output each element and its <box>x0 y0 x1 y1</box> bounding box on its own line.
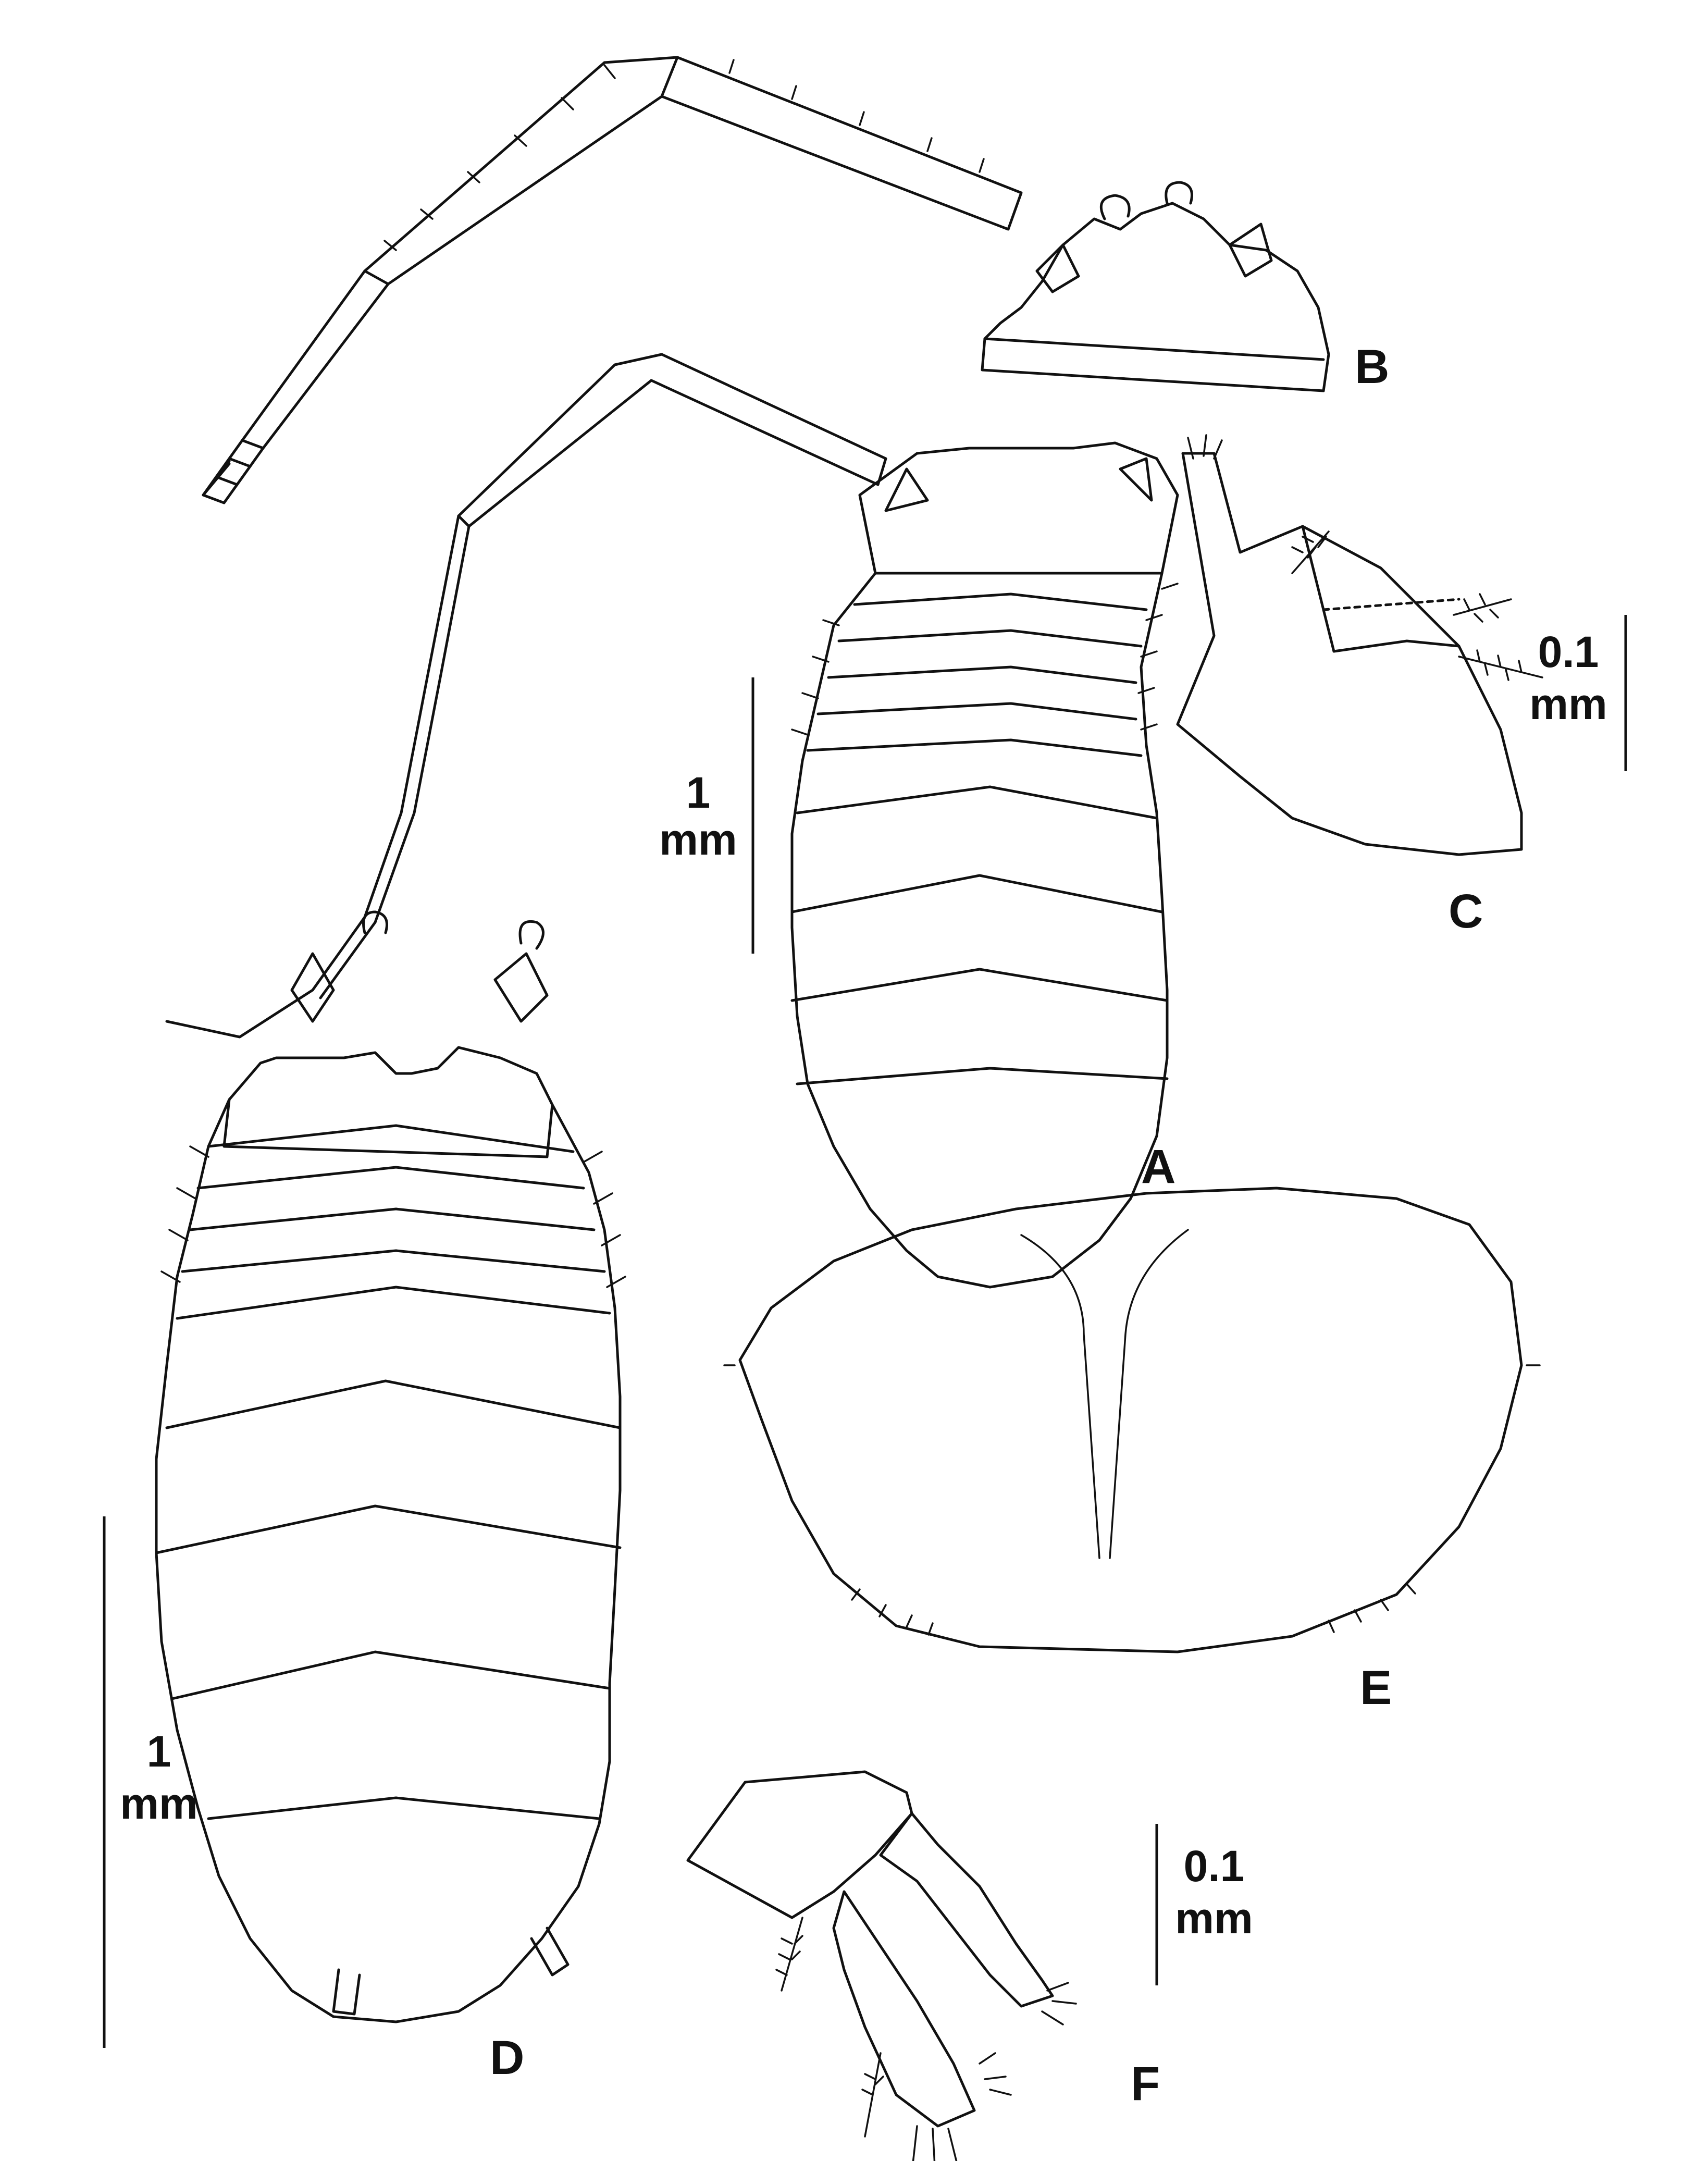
scale-bar-c-value: 0.1 <box>1538 627 1599 676</box>
panel-d-label: D <box>490 2031 524 2084</box>
panel-f-label: F <box>1131 2057 1160 2110</box>
panel-f-uropod-drawing <box>686 1770 1077 2161</box>
panel-e-pleotelson-drawing <box>723 1187 1541 1653</box>
panel-d-habitus-drawing <box>155 910 626 2023</box>
panel-b-label: B <box>1355 340 1389 393</box>
panel-c-appendage-drawing <box>1161 434 1543 856</box>
scale-bar-d-value: 1 <box>147 1727 171 1776</box>
scale-bar-c: 0.1 mm <box>1529 615 1627 771</box>
panel-b-head-drawing <box>202 56 1330 504</box>
panel-c-label: C <box>1449 885 1483 938</box>
scale-bar-d-unit: mm <box>120 1779 197 1828</box>
scale-bar-a-value: 1 <box>686 768 711 817</box>
scale-bar-c-unit: mm <box>1529 680 1607 728</box>
scale-bar-f-value: 0.1 <box>1184 1842 1245 1891</box>
panel-e-label: E <box>1360 1661 1392 1714</box>
scale-bar-a: 1 mm <box>659 677 754 954</box>
panel-a-label: A <box>1141 1140 1175 1193</box>
scale-bar-f: 0.1 mm <box>1155 1824 1253 1985</box>
scale-bar-f-unit: mm <box>1175 1894 1253 1943</box>
scale-bar-d: 1 mm <box>103 1516 198 2048</box>
panel-a-habitus-drawing <box>165 353 1179 1289</box>
scale-bar-a-unit: mm <box>659 815 737 864</box>
